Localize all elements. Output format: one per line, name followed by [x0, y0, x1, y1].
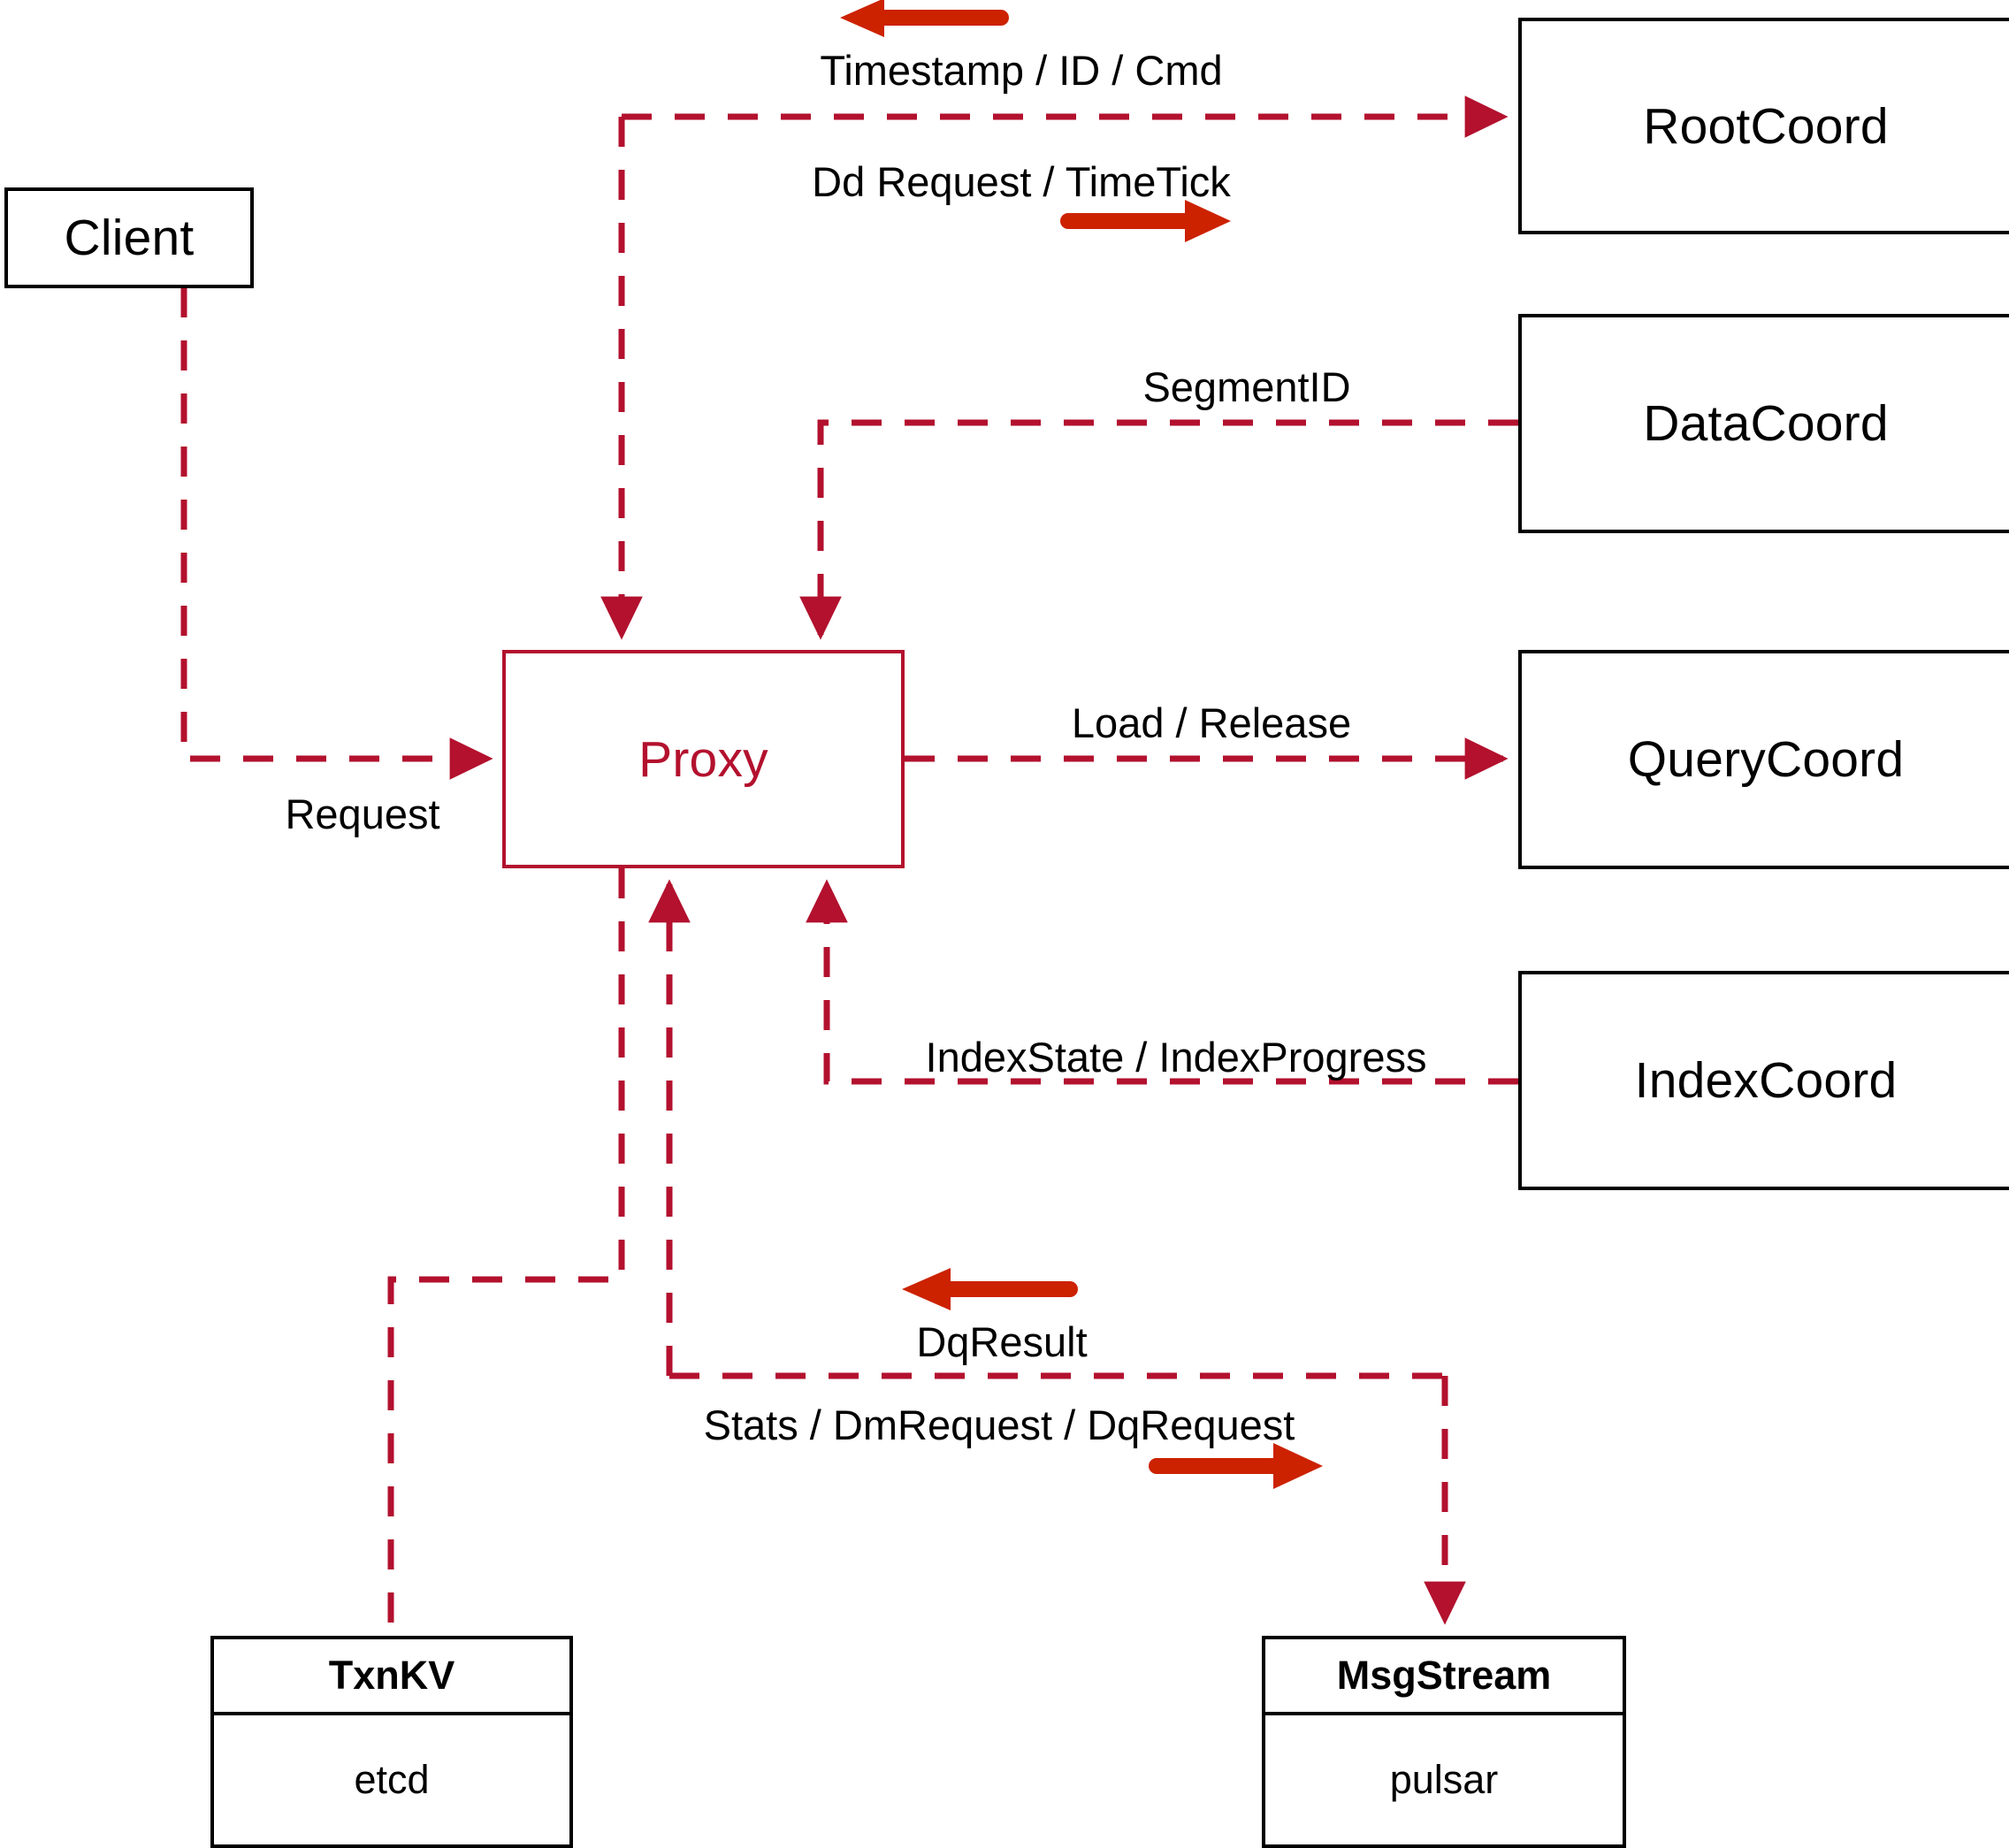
- edge-label-index-state-progress: IndexState / IndexProgress: [925, 1034, 1427, 1081]
- edge-label-dd-request-timetick: Dd Request / TimeTick: [812, 158, 1231, 205]
- edge-label-timestamp-id-cmd: Timestamp / ID / Cmd: [820, 47, 1223, 94]
- node-datacoord-label: DataCoord: [1643, 395, 1889, 452]
- node-datacoord[interactable]: DataCoord: [1518, 314, 2009, 533]
- legend-arrow-dqresult-left: [902, 1268, 1078, 1310]
- node-txnkv-body: etcd: [354, 1757, 430, 1802]
- edge-datacoord-to-proxy: [799, 419, 1518, 640]
- edge-indexcoord-to-proxy: [806, 879, 1518, 1085]
- node-msgstream[interactable]: MsgStream pulsar: [1262, 1636, 1626, 1848]
- node-querycoord[interactable]: QueryCoord: [1518, 650, 2009, 869]
- node-txnkv-header: TxnKV: [214, 1639, 569, 1715]
- node-rootcoord-label: RootCoord: [1643, 97, 1889, 155]
- node-proxy[interactable]: Proxy: [502, 650, 905, 868]
- edge-label-request: Request: [285, 790, 440, 837]
- node-msgstream-body: pulsar: [1389, 1757, 1499, 1802]
- edge-label-load-release: Load / Release: [1071, 699, 1352, 746]
- node-querycoord-label: QueryCoord: [1627, 731, 1905, 788]
- edge-label-dq-result: DqResult: [916, 1318, 1088, 1365]
- node-proxy-label: Proxy: [638, 730, 768, 788]
- node-client[interactable]: Client: [4, 187, 254, 288]
- edge-client-to-proxy: [180, 287, 493, 780]
- node-txnkv[interactable]: TxnKV etcd: [210, 1636, 573, 1848]
- edge-label-stats-dm-dq-request: Stats / DmRequest / DqRequest: [703, 1401, 1295, 1448]
- node-indexcoord-label: IndexCoord: [1634, 1052, 1898, 1109]
- node-indexcoord[interactable]: IndexCoord: [1518, 971, 2009, 1190]
- edge-label-segment-id: SegmentID: [1142, 363, 1351, 410]
- legend-arrow-timestamp-left: [840, 0, 1009, 37]
- legend-arrow-ddrequest-right: [1060, 200, 1231, 242]
- node-msgstream-header: MsgStream: [1265, 1639, 1623, 1715]
- node-client-label: Client: [64, 210, 195, 266]
- edge-proxy-to-msgstream: [669, 1372, 1466, 1625]
- legend-arrow-statsrequest-right: [1149, 1443, 1323, 1489]
- node-rootcoord[interactable]: RootCoord: [1518, 18, 2009, 234]
- edge-proxy-to-txnkv: [387, 868, 625, 1636]
